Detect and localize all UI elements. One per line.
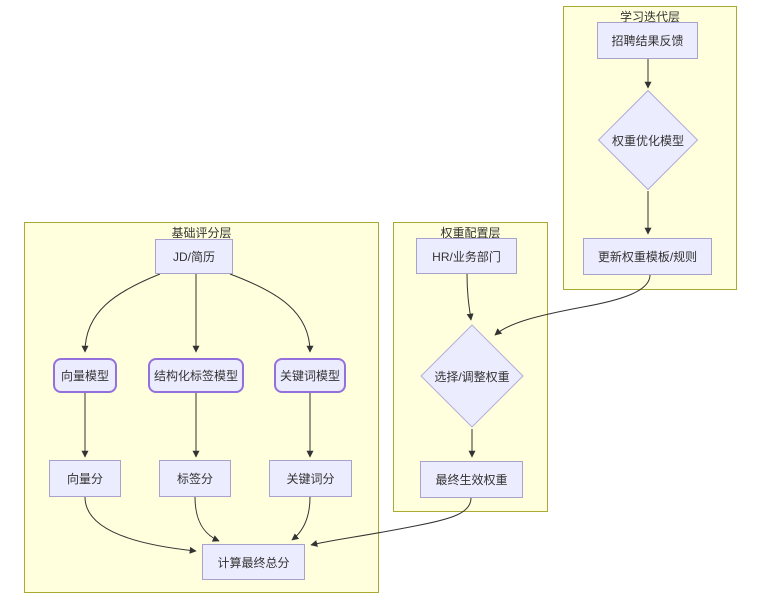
node-jd-resume-label: JD/简历 (172, 250, 215, 264)
node-label-score: 标签分 (159, 460, 231, 497)
node-select-adjust-weight-label: 选择/调整权重 (434, 369, 510, 384)
node-label-score-label: 标签分 (176, 472, 213, 486)
node-hr-business-dept-label: HR/业务部门 (432, 249, 501, 264)
node-vector-score: 向量分 (49, 460, 121, 497)
node-keyword-model-label: 关键词模型 (279, 369, 340, 383)
node-keyword-score-label: 关键词分 (286, 472, 335, 486)
node-vector-score-label: 向量分 (66, 472, 103, 486)
node-final-total-score-label: 计算最终总分 (217, 555, 290, 570)
node-hr-business-dept: HR/业务部门 (416, 238, 517, 274)
node-update-weight-template-rules-label: 更新权重模板/规则 (597, 250, 698, 264)
group-base-scoring-layer (24, 222, 379, 593)
node-jd-resume: JD/简历 (155, 239, 233, 274)
node-select-adjust-weight: 选择/调整权重 (420, 324, 524, 428)
node-update-weight-template-rules: 更新权重模板/规则 (583, 238, 712, 275)
node-structured-label-model: 结构化标签模型 (148, 358, 244, 393)
node-final-effective-weight: 最终生效权重 (420, 461, 523, 498)
node-final-total-score: 计算最终总分 (202, 544, 305, 580)
node-keyword-model: 关键词模型 (274, 358, 346, 393)
node-vector-model: 向量模型 (53, 358, 117, 393)
group-title-learning-iteration: 学习迭代层 (619, 10, 680, 24)
node-structured-label-model-label: 结构化标签模型 (153, 369, 238, 383)
group-title-base-scoring: 基础评分层 (171, 226, 232, 240)
node-recruit-result-feedback-label: 招聘结果反馈 (611, 34, 684, 48)
node-final-effective-weight-label: 最终生效权重 (435, 473, 508, 487)
node-keyword-score: 关键词分 (269, 460, 352, 497)
node-weight-optimize-model-label: 权重优化模型 (611, 133, 684, 148)
node-vector-model-label: 向量模型 (60, 369, 109, 383)
group-title-weight-config: 权重配置层 (440, 226, 501, 240)
node-weight-optimize-model: 权重优化模型 (597, 89, 699, 191)
node-recruit-result-feedback: 招聘结果反馈 (597, 22, 698, 59)
